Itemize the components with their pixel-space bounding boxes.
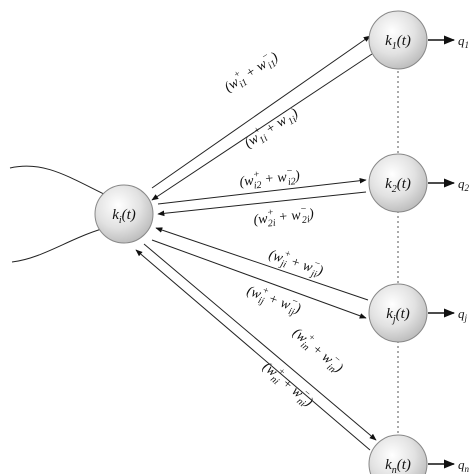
edge-j-to-i — [155, 227, 369, 301]
edge-label-in: (w+in + w−in) — [288, 323, 349, 379]
node-1-label: k1(t) — [385, 33, 411, 52]
output-label-j: qj — [458, 306, 468, 323]
output-label-n: qn — [458, 457, 470, 474]
output-label-2: q2 — [458, 176, 470, 193]
node-1: k1(t) — [368, 10, 428, 70]
edge-label-i2: (w+i2 + w−i2) — [238, 165, 301, 193]
node-n: kn(t) — [368, 434, 428, 474]
svg-text:(w+1i + w−1i): (w+1i + w−1i) — [240, 102, 303, 154]
node-2: k2(t) — [368, 153, 428, 213]
edge-i-to-j — [151, 239, 367, 319]
edge-label-i1: (w+i1 + w−i1) — [220, 46, 283, 98]
edge-i-to-n — [143, 243, 377, 441]
svg-text:(w+ij + w−ij): (w+ij + w−ij) — [244, 280, 305, 320]
edge-1-to-i — [151, 53, 373, 201]
svg-text:(w+i2 + w−i2): (w+i2 + w−i2) — [238, 165, 301, 193]
svg-text:(w+ji + w−ji): (w+ji + w−ji) — [266, 244, 326, 282]
edge-i-to-1 — [151, 35, 371, 189]
node-2-label: k2(t) — [385, 176, 411, 195]
input-arrow-upper — [9, 165, 113, 199]
svg-text:(w+i1 + w−i1): (w+i1 + w−i1) — [220, 46, 283, 98]
svg-text:(w+2i + w−2i): (w+2i + w−2i) — [252, 203, 315, 231]
edge-2-to-i — [157, 191, 367, 217]
edge-label-2i: (w+2i + w−2i) — [252, 203, 315, 231]
node-j: kj(t) — [368, 283, 428, 343]
node-n-label: kn(t) — [385, 457, 411, 474]
edge-i-to-2 — [157, 177, 367, 205]
edge-label-ij: (w+ij + w−ij) — [244, 280, 305, 320]
input-arrow-lower — [11, 224, 113, 263]
node-j-label: kj(t) — [386, 306, 410, 325]
edge-n-to-i — [135, 249, 371, 451]
edge-label-ji: (w+ji + w−ji) — [266, 244, 326, 282]
output-label-1: q1 — [458, 33, 469, 50]
svg-text:(w+in + w−in): (w+in + w−in) — [288, 323, 349, 379]
edge-label-1i: (w+1i + w−1i) — [240, 102, 303, 154]
node-center-label: ki(t) — [112, 207, 136, 226]
node-center: ki(t) — [94, 184, 154, 244]
